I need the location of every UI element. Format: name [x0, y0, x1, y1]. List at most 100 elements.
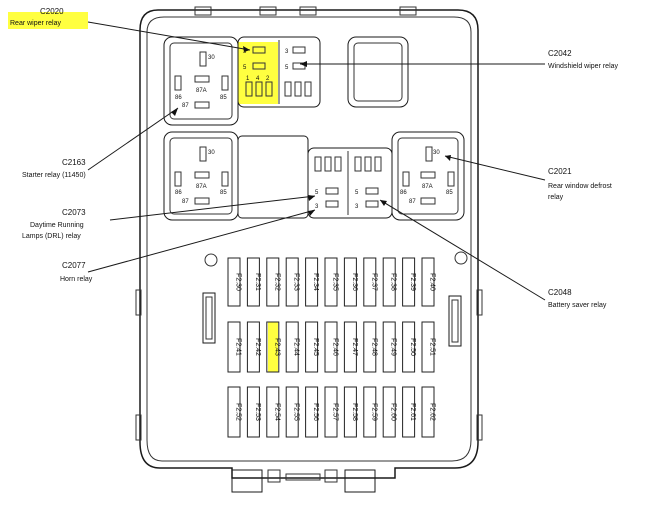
top-tab	[299, 6, 317, 16]
callout-c2020-name: Rear wiper relay	[10, 20, 61, 27]
fuse-label: F2.51	[429, 338, 436, 356]
bottom-connector-slot	[285, 473, 321, 481]
fuse-slot	[324, 321, 338, 373]
callout-c2021-name-line1: Rear window defrost	[548, 183, 612, 190]
bottom-connector	[344, 469, 376, 493]
fuse-slot	[246, 386, 260, 438]
fuse-slot	[421, 321, 435, 373]
fuse-label: F2.52	[235, 403, 242, 421]
fuse-label: F2.30	[235, 273, 242, 291]
pin-87a-label: 87A	[422, 184, 433, 190]
fuse-slot	[343, 321, 357, 373]
callout-c2021-name-line2: relay	[548, 194, 564, 201]
fuse-label: F2.36	[351, 273, 358, 291]
fuse-highlight-f2-43	[268, 322, 278, 372]
fuse-box-inner-outline	[146, 16, 472, 462]
mini-relay-block-top	[237, 36, 321, 108]
fuse-slot	[402, 386, 416, 438]
callout-c2042-code: C2042	[548, 49, 572, 58]
pin-85-label: 85	[220, 95, 227, 101]
pin-86-label: 86	[400, 190, 407, 196]
bottom-connector-small	[324, 469, 338, 483]
arrow-head	[445, 155, 451, 161]
fuse-slot	[246, 257, 260, 307]
fuse-slot	[382, 257, 396, 307]
top-tab	[194, 6, 212, 16]
side-connector-left	[202, 292, 216, 344]
fuse-label: F2.55	[293, 403, 300, 421]
pin-87-label: 87	[182, 103, 189, 109]
callout-c2021-code: C2021	[548, 167, 572, 176]
pin-2-label: 2	[266, 76, 270, 82]
arrow-head	[300, 61, 307, 67]
callout-c2077-name: Horn relay	[60, 276, 93, 283]
side-tab	[135, 414, 142, 441]
callout-c2077-code: C2077	[62, 261, 86, 270]
fuse-slot	[246, 321, 260, 373]
fuse-slot	[324, 257, 338, 307]
arrow-head	[308, 210, 315, 216]
top-tab	[399, 6, 417, 16]
fuse-label: F2.46	[332, 338, 339, 356]
leader-line-c2048	[379, 199, 546, 301]
fuse-slot	[266, 321, 280, 373]
fuse-label: F2.62	[429, 403, 436, 421]
fuse-slot	[305, 386, 319, 438]
fuse-label: F2.47	[351, 338, 358, 356]
fuse-label: F2.53	[254, 403, 261, 421]
callout-c2163-code: C2163	[62, 158, 86, 167]
arrow-head	[171, 108, 178, 116]
fuse-label: F2.49	[390, 338, 397, 356]
fuse-slot	[421, 386, 435, 438]
callout-c2073-code: C2073	[62, 208, 86, 217]
fuse-label: F2.54	[273, 403, 280, 421]
fuse-box-outline	[139, 9, 479, 479]
fuse-label: F2.33	[293, 273, 300, 291]
fuse-label: F2.41	[235, 338, 242, 356]
bottom-connector-small	[267, 469, 281, 483]
pin-5-label: 5	[355, 190, 359, 196]
leader-line-c2073	[109, 195, 316, 221]
fuse-slot	[363, 321, 377, 373]
callout-c2073-name-line1: Daytime Running	[30, 222, 84, 229]
pin-85-label: 85	[446, 190, 453, 196]
leader-line-c2020	[87, 21, 251, 51]
pin-5-label: 5	[285, 65, 289, 71]
fuse-label: F2.61	[409, 403, 416, 421]
pin-1-label: 1	[246, 76, 250, 82]
fuse-label: F2.32	[273, 273, 280, 291]
fuse-slot	[343, 386, 357, 438]
fuse-label: F2.57	[332, 403, 339, 421]
fuse-slot	[227, 386, 241, 438]
fuse-slot	[402, 257, 416, 307]
pin-87-label: 87	[182, 199, 189, 205]
pin-3-label: 3	[315, 204, 319, 210]
top-tab	[259, 6, 277, 16]
pin-4-label: 4	[256, 76, 260, 82]
callout-c2163-name: Starter relay (11450)	[22, 172, 86, 179]
pin-86-label: 86	[175, 95, 182, 101]
pin-30-label: 30	[208, 150, 215, 156]
relay-highlight-rear-wiper	[238, 42, 278, 104]
fuse-label: F2.56	[312, 403, 319, 421]
relay-socket-empty-top	[347, 36, 409, 108]
pin-87-label: 87	[409, 199, 416, 205]
callout-c2048-name: Battery saver relay	[548, 302, 607, 309]
fuse-slot	[266, 386, 280, 438]
pin-3-label: 3	[355, 204, 359, 210]
pin-30-label: 30	[208, 55, 215, 61]
fuse-slot	[285, 321, 299, 373]
fuse-label: F2.42	[254, 338, 261, 356]
fuse-label: F2.38	[390, 273, 397, 291]
fuse-label: F2.44	[293, 338, 300, 356]
fuse-slot	[382, 321, 396, 373]
mounting-hole	[454, 251, 468, 265]
fuse-label: F2.37	[370, 273, 377, 291]
side-tab	[476, 289, 483, 316]
fuse-slot	[324, 386, 338, 438]
bottom-connector	[231, 469, 263, 493]
pin-5-label: 5	[315, 190, 319, 196]
fuse-label: F2.43	[273, 338, 280, 356]
